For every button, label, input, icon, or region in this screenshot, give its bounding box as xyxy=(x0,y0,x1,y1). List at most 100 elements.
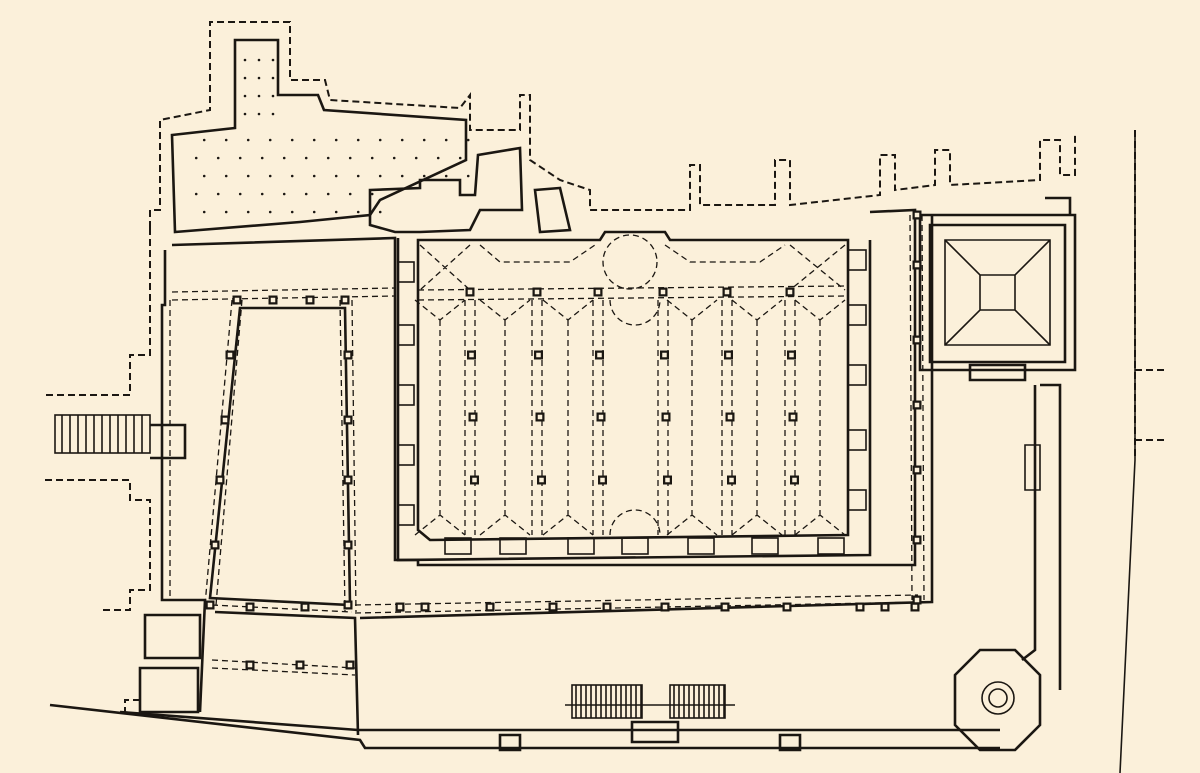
garden-dot xyxy=(290,210,294,214)
site-boundary xyxy=(1119,130,1136,773)
pier-core xyxy=(234,297,240,303)
garden-dot xyxy=(356,138,360,142)
pier-core xyxy=(307,297,313,303)
garden-dot xyxy=(378,138,382,142)
pier-core xyxy=(227,352,233,358)
buttress xyxy=(397,504,415,526)
garden-dot xyxy=(257,112,261,116)
pier-core xyxy=(345,602,351,608)
pier-core xyxy=(598,414,604,420)
buttress xyxy=(621,537,649,555)
garden-dot xyxy=(216,156,220,160)
garden-dot xyxy=(271,112,275,116)
buttress xyxy=(499,537,527,555)
garden-dot xyxy=(422,174,426,178)
garden-dot xyxy=(194,156,198,160)
garden-dot xyxy=(282,156,286,160)
garden-dot xyxy=(422,138,426,142)
garden-dot xyxy=(202,210,206,214)
buttress xyxy=(567,537,595,555)
garden-dot xyxy=(224,210,228,214)
pier-core xyxy=(914,597,920,603)
pier-core xyxy=(342,297,348,303)
pier-core xyxy=(595,289,601,295)
garden-dot xyxy=(304,156,308,160)
pier-core xyxy=(604,604,610,610)
garden-dot xyxy=(290,138,294,142)
pier-core xyxy=(665,477,670,483)
octagonal-tower xyxy=(953,648,1042,752)
garden-dot xyxy=(202,174,206,178)
garden-dot xyxy=(246,174,250,178)
pier-core xyxy=(222,417,228,423)
garden-dot xyxy=(271,94,275,98)
garden-dot xyxy=(312,174,316,178)
buttress xyxy=(847,364,867,386)
buttress xyxy=(397,444,415,466)
west-stair xyxy=(54,414,187,460)
pier-core xyxy=(882,604,888,610)
vault-line xyxy=(542,299,594,536)
garden-dot xyxy=(334,138,338,142)
vault-line xyxy=(414,299,466,536)
pier-core xyxy=(397,604,403,610)
prayer-hall xyxy=(396,230,872,562)
garden-dot xyxy=(356,174,360,178)
garden-dot xyxy=(224,174,228,178)
pier-core xyxy=(790,414,796,420)
pier-core xyxy=(914,262,920,268)
pier-core xyxy=(345,417,351,423)
buttress xyxy=(444,537,472,555)
pier-core xyxy=(597,352,602,358)
pier-core xyxy=(792,477,797,483)
pier-core xyxy=(247,604,253,610)
pier-core xyxy=(345,477,351,483)
pier-core xyxy=(345,352,351,358)
garden-dot xyxy=(282,192,286,196)
vault-line xyxy=(731,299,783,536)
east-corridor xyxy=(1021,383,1062,690)
vault-line xyxy=(666,299,718,536)
south-stairs xyxy=(565,684,735,719)
pier-core xyxy=(787,289,793,295)
garden-dot xyxy=(392,156,396,160)
pier-core xyxy=(789,352,794,358)
buttress xyxy=(847,249,867,271)
vault-line xyxy=(794,299,846,536)
dashed-outer-boundary xyxy=(45,21,1165,712)
garden-dot xyxy=(400,174,404,178)
garden-dot xyxy=(268,138,272,142)
piers xyxy=(205,210,922,670)
garden-dot xyxy=(312,210,316,214)
garden-dot xyxy=(458,156,462,160)
garden-dot xyxy=(370,192,374,196)
pier-core xyxy=(727,414,733,420)
buttress xyxy=(847,304,867,326)
garden-dot xyxy=(268,210,272,214)
aisle-line xyxy=(784,300,796,535)
pier-core xyxy=(472,477,477,483)
garden-dot xyxy=(378,210,382,214)
garden-dot xyxy=(268,174,272,178)
pier-core xyxy=(662,352,667,358)
garden-dot xyxy=(348,192,352,196)
garden-dot xyxy=(370,156,374,160)
pier-core xyxy=(857,604,863,610)
garden-dot xyxy=(334,210,338,214)
pier-core xyxy=(914,212,920,218)
buttress xyxy=(817,537,845,555)
buttress xyxy=(397,261,415,283)
pier-core xyxy=(914,337,920,343)
pier-core xyxy=(722,604,728,610)
garden-dot xyxy=(246,210,250,214)
garden-dot xyxy=(414,156,418,160)
garden-dot xyxy=(400,138,404,142)
aisle-line xyxy=(657,300,669,535)
pier-core xyxy=(729,477,734,483)
buttress xyxy=(751,537,779,555)
pier-core xyxy=(912,604,918,610)
pier-core xyxy=(247,662,253,668)
garden-dot xyxy=(356,210,360,214)
garden-dot xyxy=(436,156,440,160)
